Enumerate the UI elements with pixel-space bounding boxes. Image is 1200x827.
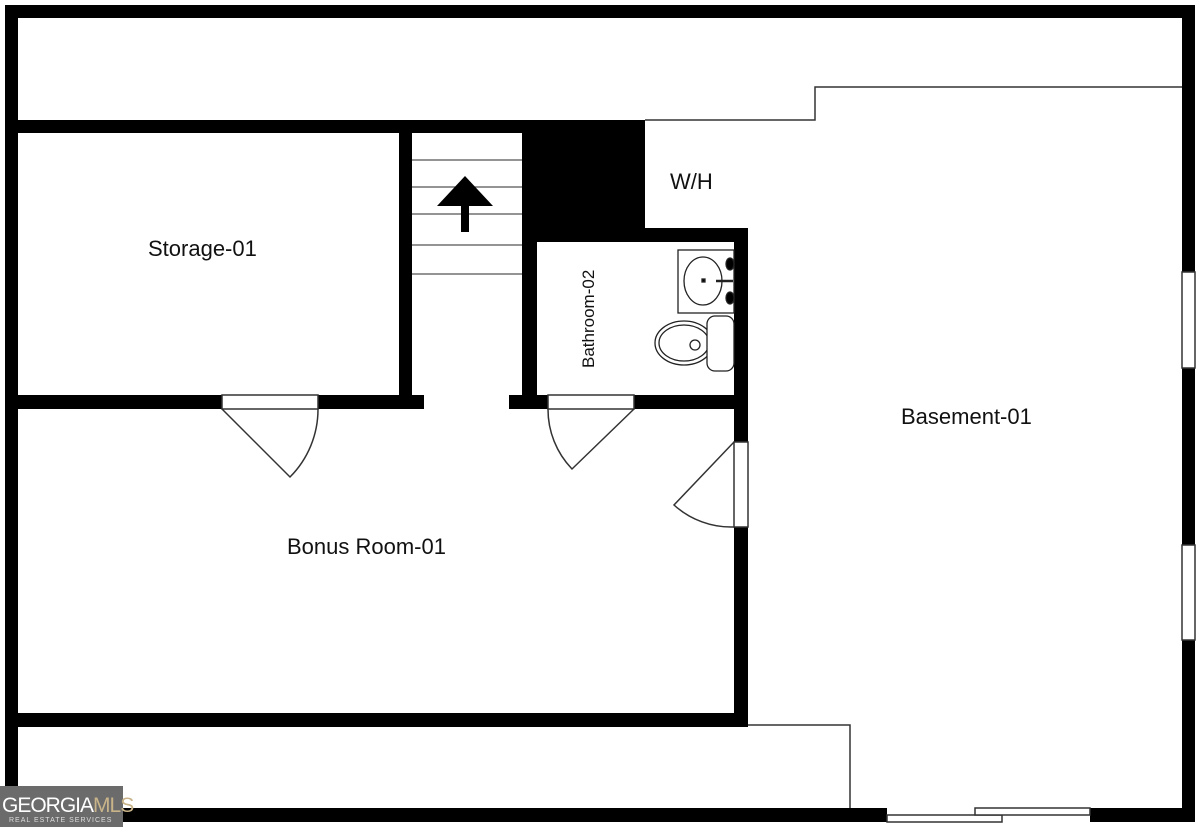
room-label-storage: Storage-01 (148, 236, 257, 261)
doors (221, 271, 1196, 823)
sink-icon (677, 249, 735, 314)
room-label-basement: Basement-01 (901, 404, 1032, 429)
georgia-mls-logo: GEORGIAMLS REAL ESTATE SERVICES (0, 786, 134, 827)
logo-tagline: REAL ESTATE SERVICES (9, 817, 113, 824)
logo-text: GEORGIA (2, 794, 94, 817)
window (1181, 544, 1196, 641)
room-label-bonus: Bonus Room-01 (287, 534, 446, 559)
walls (5, 5, 1195, 822)
stair-arrow-icon (437, 176, 493, 232)
window (1181, 271, 1196, 369)
room-label-water-heater: W/H (670, 169, 713, 194)
toilet-icon (654, 315, 735, 372)
logo-text-accent: MLS (93, 794, 134, 817)
chimney-block (537, 120, 645, 228)
room-label-bathroom: Bathroom-02 (579, 270, 598, 368)
